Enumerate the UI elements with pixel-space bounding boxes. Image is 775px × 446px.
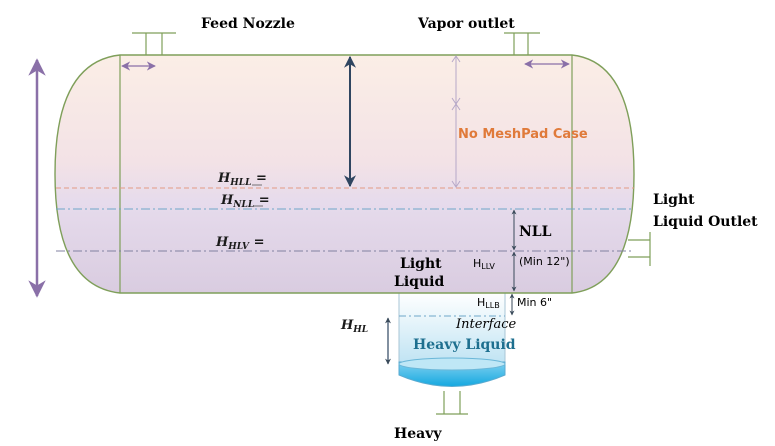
no-meshpad-label: No MeshPad Case (458, 127, 588, 142)
heavy-outlet-nozzle (436, 391, 468, 415)
h-hll-label: HHLL = (218, 171, 267, 188)
h-hl-label: HHL (341, 318, 368, 335)
h-nll-label: HNLL = (221, 193, 270, 210)
h-hl-sub: HL (353, 325, 369, 335)
h-hlv-label: HHLV = (216, 235, 264, 252)
heavy-liquid-label: Heavy Liquid (413, 337, 516, 353)
h-hl-base: H (341, 318, 354, 333)
nll-label: NLL (519, 224, 552, 240)
heavy-outlet-label: Heavy (394, 426, 442, 442)
h-llv-label: HLLV (473, 257, 495, 271)
h-hll-sub: HLL (230, 178, 252, 188)
h-llv-sub: LLV (481, 262, 495, 271)
h-llv-base: H (473, 257, 482, 270)
feed-nozzle-label: Feed Nozzle (201, 16, 295, 32)
light-liquid-outlet-label-2: Liquid Outlet (653, 214, 758, 230)
h-nll-base: H (221, 193, 234, 208)
h-hlv-base: H (216, 235, 229, 250)
h-llb-label: HLLB (477, 296, 500, 310)
h-hlv-sub: HLV (228, 242, 250, 252)
light-liquid-label-2: Liquid (394, 274, 445, 290)
h-nll-sub: NLL (233, 200, 255, 210)
h-hll-base: H (218, 171, 231, 186)
interface-label: Interface (456, 317, 517, 332)
vapor-outlet-label: Vapor outlet (418, 16, 515, 32)
feed-nozzle (132, 32, 176, 55)
vapor-outlet-nozzle (504, 32, 540, 55)
min-6-label: Min 6" (517, 296, 553, 309)
h-nll-eq: = (254, 193, 270, 208)
h-hll-eq: = (251, 171, 267, 186)
light-liquid-outlet-label-1: Light (653, 192, 695, 208)
h-llb-base: H (477, 296, 486, 309)
h-llb-sub: LLB (485, 301, 500, 310)
light-liquid-label-1: Light (400, 256, 442, 272)
h-hlv-eq: = (249, 235, 265, 250)
no-meshpad-dimension (451, 55, 461, 188)
heavy-liquid-boot (398, 291, 506, 387)
light-liquid-outlet-nozzle (628, 232, 651, 266)
min-12-label: (Min 12") (519, 255, 570, 268)
